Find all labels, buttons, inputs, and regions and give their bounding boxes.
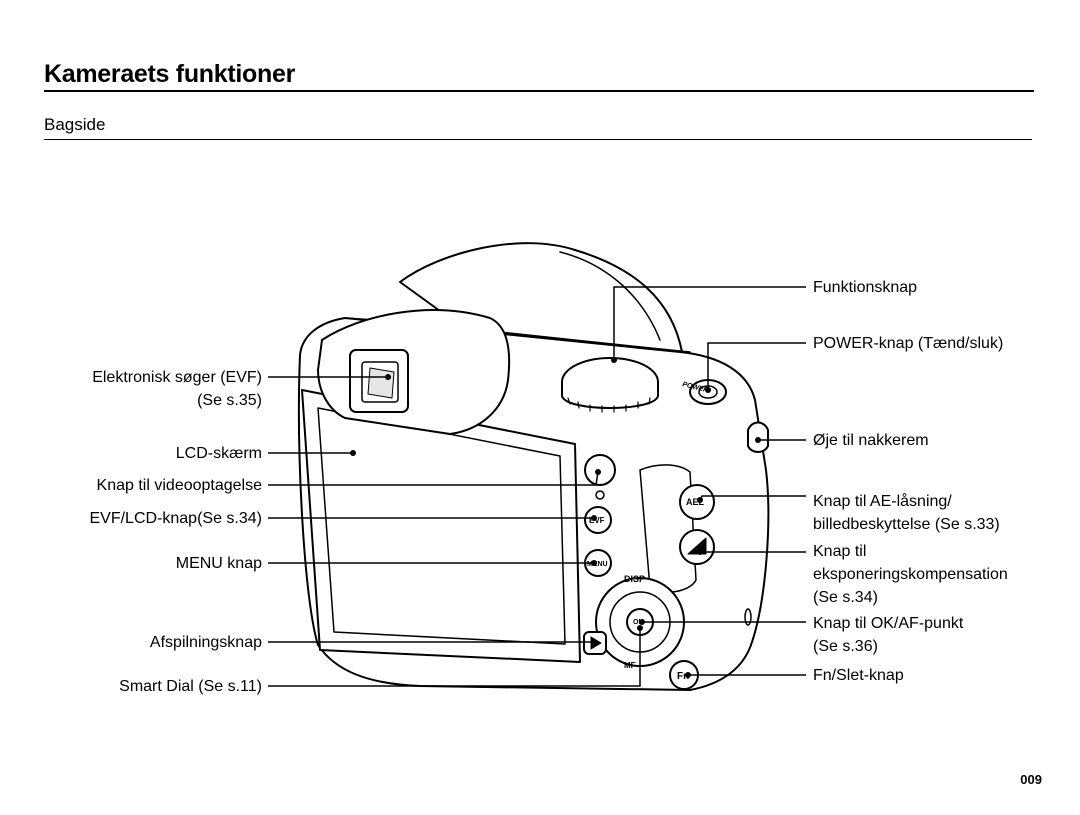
- label-ael-2: billedbeskyttelse (Se s.33): [813, 516, 1000, 533]
- callout-smart-dial: [268, 628, 641, 687]
- fn-mark: Fn: [677, 671, 689, 682]
- lcd-screen: [317, 407, 566, 645]
- callout-mode: [613, 286, 806, 360]
- ok-mark: OK: [633, 619, 644, 626]
- label-mode-dial: Funktionsknap: [813, 279, 918, 296]
- evf-housing: [317, 309, 511, 435]
- mf-mark: MF: [624, 661, 636, 670]
- label-exposure-3: (Se s.34): [813, 589, 878, 606]
- title-rule: [44, 90, 1034, 92]
- disp-mark: DISP: [624, 574, 645, 584]
- page-title: Kameraets funktioner: [44, 60, 296, 88]
- label-evf-lcd: EVF/LCD-knap(Se s.34): [89, 510, 262, 527]
- label-smart-dial: Smart Dial (Se s.11): [119, 678, 262, 695]
- callout-video: [268, 471, 599, 486]
- evf-lcd-button: [584, 506, 612, 534]
- label-ael-1: Knap til AE-låsning/: [813, 493, 952, 510]
- label-lcd: LCD-skærm: [175, 445, 262, 462]
- callout-power: [707, 342, 806, 390]
- evf-mark: EVF: [589, 516, 605, 525]
- section-subtitle: Bagside: [44, 115, 106, 134]
- label-evf: Elektronisk søger (EVF): [92, 369, 262, 386]
- label-playback: Afspilningsknap: [149, 634, 262, 651]
- ael-button: [679, 484, 715, 520]
- label-fn: Fn/Slet-knap: [813, 667, 904, 684]
- label-ok-2: (Se s.36): [813, 638, 878, 655]
- page-number: 009: [1020, 772, 1042, 787]
- label-menu: MENU knap: [175, 555, 262, 572]
- menu-mark: MENU: [587, 561, 608, 568]
- subtitle-rule: [44, 139, 1032, 140]
- label-video: Knap til videooptagelse: [96, 477, 262, 494]
- ael-mark: AEL: [686, 497, 705, 507]
- label-exposure-1: Knap til: [813, 543, 867, 560]
- label-exposure-2: eksponeringskompensation: [813, 566, 1008, 583]
- label-power: POWER-knap (Tænd/sluk): [813, 335, 1004, 352]
- label-ok-1: Knap til OK/AF-punkt: [813, 615, 964, 632]
- label-evf-ref: (Se s.35): [197, 392, 262, 409]
- label-strap: Øje til nakkerem: [813, 432, 929, 449]
